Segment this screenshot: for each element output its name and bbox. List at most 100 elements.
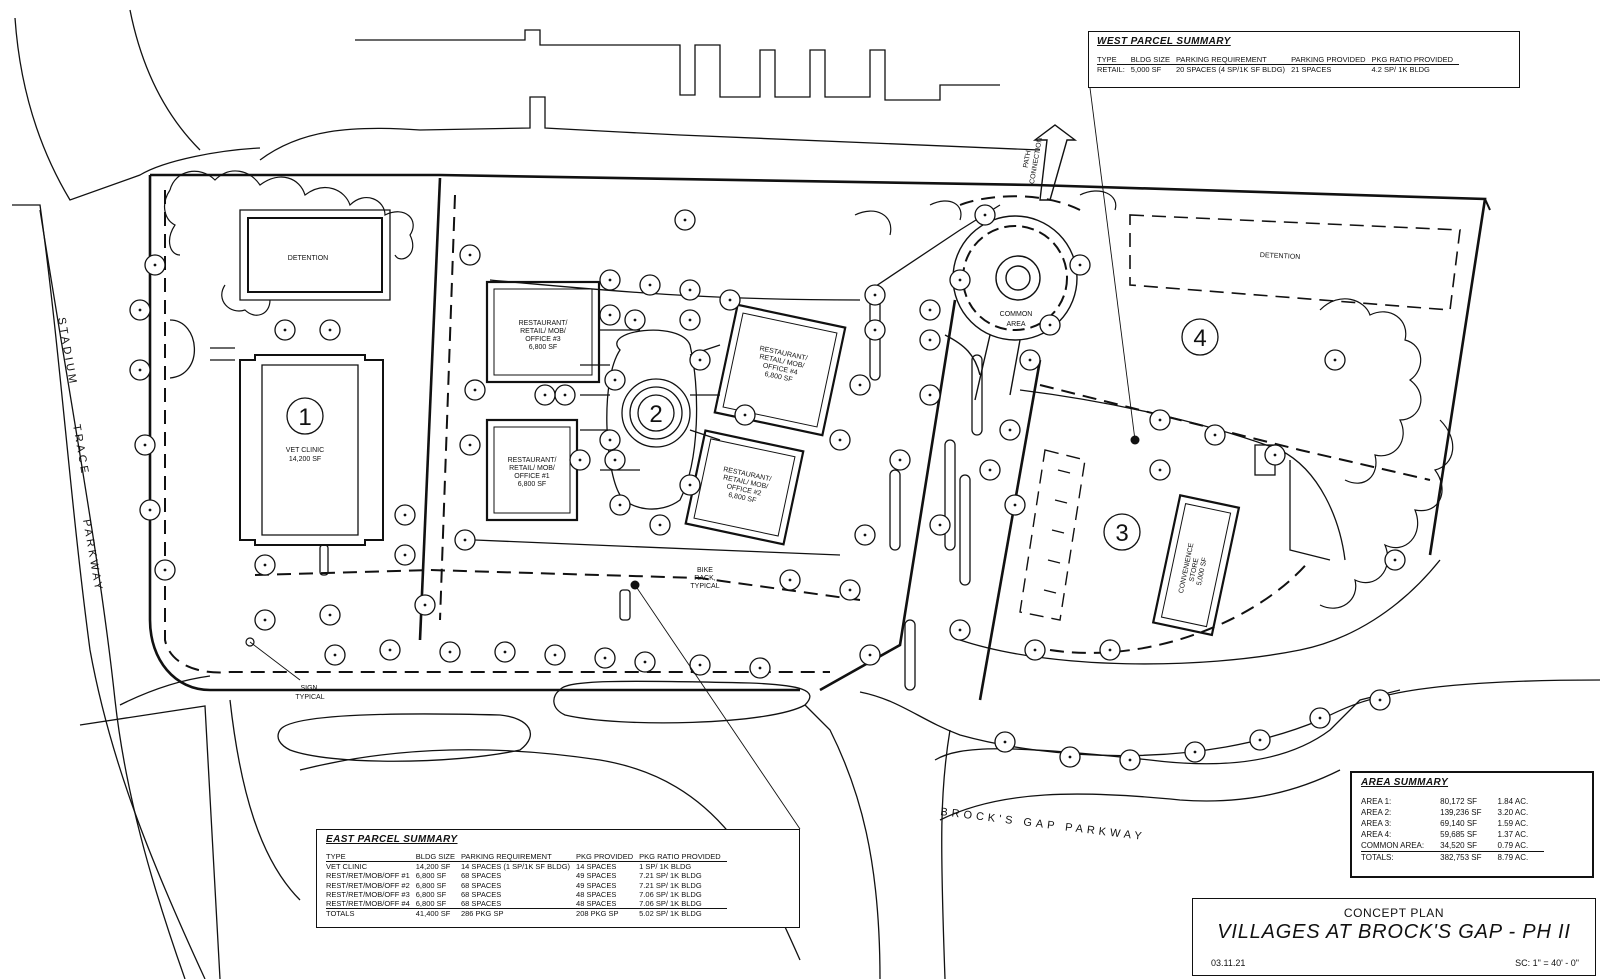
totals-row: TOTALS 41,400 SF 286 PKG SP 208 PKG SP 5… — [326, 908, 727, 919]
east-cell: 49 SPACES — [576, 880, 617, 890]
area-cell: 59,685 SF — [1440, 830, 1478, 839]
office-3-size: 6,800 SF — [529, 344, 557, 351]
east-total-cell: 5.02 SP/ 1K BLDG — [639, 908, 727, 919]
east-cell: 6,800 SF — [415, 889, 447, 899]
callout-leaders — [249, 87, 1136, 830]
sign-label-1: SIGN, — [300, 685, 319, 692]
table-row: REST/RET/MOB/OFF #1 6,800 SF 68 SPACES 4… — [326, 871, 727, 880]
east-cell: 48 SPACES — [576, 899, 617, 909]
central-plaza — [621, 378, 691, 448]
east-parcel-summary: EAST PARCEL SUMMARY TYPE BLDG SIZE PARKI… — [316, 829, 800, 928]
west-summary-table: TYPE BLDG SIZE PARKING REQUIREMENT PARKI… — [1097, 55, 1460, 75]
east-cell: 68 SPACES — [460, 899, 502, 909]
east-header-requirement: PARKING REQUIREMENT — [460, 852, 577, 863]
dashed-boundaries — [164, 190, 1491, 674]
convenience-label-2: STORE — [1189, 557, 1201, 582]
building-office-3 — [485, 280, 601, 384]
leader-dot-east — [630, 580, 640, 590]
east-cell: VET CLINIC — [326, 862, 368, 872]
table-row: COMMON AREA: 34,520 SF 0.79 AC. — [1361, 840, 1544, 852]
vet-clinic-size: 14,200 SF — [289, 456, 321, 463]
east-header-ratio: PKG RATIO PROVIDED — [639, 852, 727, 863]
west-header-type: TYPE — [1097, 55, 1131, 66]
table-row: REST/RET/MOB/OFF #4 6,800 SF 68 SPACES 4… — [326, 899, 727, 909]
title-block-date: 03.11.21 — [1211, 958, 1246, 968]
leader-dot-west — [1130, 435, 1140, 445]
area-cell: 1.84 AC. — [1497, 797, 1529, 806]
table-row: REST/RET/MOB/OFF #2 6,800 SF 68 SPACES 4… — [326, 881, 727, 890]
east-cell: 7.06 SP/ 1K BLDG — [639, 899, 702, 909]
parcel-boundary — [148, 173, 1487, 701]
detention-east-label: DETENTION — [1260, 252, 1301, 261]
table-row: REST/RET/MOB/OFF #3 6,800 SF 68 SPACES 4… — [326, 890, 727, 899]
east-total-cell: TOTALS — [326, 908, 416, 919]
east-cell: 7.06 SP/ 1K BLDG — [639, 889, 702, 899]
east-cell: 6,800 SF — [415, 871, 447, 881]
west-parcel-summary: WEST PARCEL SUMMARY TYPE BLDG SIZE PARKI… — [1088, 31, 1520, 88]
area-cell: AREA 2: — [1361, 808, 1392, 817]
title-block-scale: SC: 1" = 40' - 0" — [1515, 958, 1579, 968]
east-total-cell: 41,400 SF — [415, 908, 461, 919]
area-cell: AREA 1: — [1361, 797, 1392, 806]
buildings — [485, 280, 1241, 637]
table-row: AREA 3: 69,140 SF 1.59 AC. — [1361, 818, 1544, 829]
east-summary-table: TYPE BLDG SIZE PARKING REQUIREMENT PKG P… — [326, 852, 727, 919]
sign-label-2: TYPICAL — [295, 694, 324, 701]
path-connection-arrow — [1032, 124, 1078, 201]
title-block: CONCEPT PLAN VILLAGES AT BROCK'S GAP - P… — [1192, 898, 1596, 976]
east-cell: 14 SPACES — [576, 862, 617, 872]
road-west-label-1: STADIUM — [55, 316, 79, 387]
east-cell: 6,800 SF — [415, 899, 447, 909]
table-row: VET CLINIC 14,200 SF 14 SPACES (1 SP/1K … — [326, 862, 727, 872]
bike-rack-label-2: RACK, — [694, 575, 715, 582]
common-area-label-2: AREA — [1006, 321, 1025, 328]
path-connection-label-1: PATH — [1023, 150, 1033, 169]
area-cell: 0.79 AC. — [1497, 841, 1529, 850]
east-cell: 6,800 SF — [415, 880, 447, 890]
west-summary-title: WEST PARCEL SUMMARY — [1097, 36, 1231, 47]
east-total-cell: 208 PKG SP — [576, 908, 640, 919]
parking-islands — [319, 299, 1276, 691]
area-cell: AREA 3: — [1361, 819, 1392, 828]
east-header-provided: PKG PROVIDED — [576, 852, 640, 863]
east-cell: 68 SPACES — [460, 889, 502, 899]
east-cell: 68 SPACES — [460, 871, 502, 881]
east-cell: 14,200 SF — [415, 862, 451, 872]
bike-rack-label-3: TYPICAL — [690, 583, 719, 590]
west-header-requirement: PARKING REQUIREMENT — [1175, 55, 1292, 66]
road-curbs — [12, 9, 1600, 979]
area-cell: 3.20 AC. — [1497, 808, 1529, 817]
office-3-label-2: RETAIL/ MOB/ — [520, 328, 566, 335]
area-summary-title: AREA SUMMARY — [1361, 777, 1449, 788]
area-cell: COMMON AREA: — [1361, 841, 1425, 850]
east-header-type: TYPE — [326, 852, 416, 863]
west-cell: 5,000 SF — [1130, 65, 1162, 75]
totals-row: TOTALS: 382,753 SF 8.79 AC. — [1361, 851, 1545, 863]
east-cell: 48 SPACES — [576, 889, 617, 899]
area-cell: 80,172 SF — [1440, 797, 1478, 806]
office-1-size: 6,800 SF — [518, 481, 546, 488]
west-header-provided: PARKING PROVIDED — [1291, 55, 1372, 66]
area-total-cell: 8.79 AC. — [1497, 851, 1545, 863]
table-row: AREA 2: 139,236 SF 3.20 AC. — [1361, 807, 1544, 818]
area-1-number: 1 — [298, 404, 311, 431]
east-cell: 68 SPACES — [460, 880, 502, 890]
area-cell: 1.59 AC. — [1497, 819, 1529, 828]
east-cell: REST/RET/MOB/OFF #3 — [326, 889, 410, 899]
area-summary-table: AREA 1: 80,172 SF 1.84 AC. AREA 2: 139,2… — [1361, 796, 1545, 863]
path-connection-label-2: CONNECTION — [1029, 137, 1044, 185]
office-1-label-1: RESTAURANT/ — [508, 457, 557, 464]
area-cell: AREA 4: — [1361, 830, 1392, 839]
area-cell: 139,236 SF — [1440, 808, 1482, 817]
drive-curbs — [169, 204, 1441, 665]
building-office-4 — [713, 303, 847, 437]
area-total-cell: TOTALS: — [1361, 851, 1441, 863]
east-cell: 49 SPACES — [576, 871, 617, 881]
office-3-label-1: RESTAURANT/ — [519, 320, 568, 327]
table-row: AREA 1: 80,172 SF 1.84 AC. — [1361, 796, 1544, 807]
office-1-label-3: OFFICE #1 — [514, 473, 550, 480]
tree-masses — [163, 170, 1454, 609]
office-1-label-2: RETAIL/ MOB/ — [509, 465, 555, 472]
west-cell: 20 SPACES (4 SP/1K SF BLDG) — [1175, 65, 1286, 75]
